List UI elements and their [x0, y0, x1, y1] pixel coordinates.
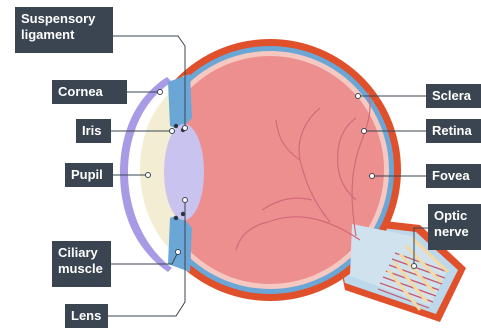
- label-ciliary-muscle: Ciliary muscle: [52, 241, 111, 287]
- label-lens: Lens: [65, 304, 108, 328]
- label-pupil: Pupil: [65, 163, 113, 187]
- label-cornea: Cornea: [52, 80, 127, 104]
- label-optic-nerve: Optic nerve: [428, 204, 481, 250]
- label-suspensory-ligament: Suspensory ligament: [15, 7, 113, 53]
- label-iris: Iris: [76, 119, 111, 143]
- label-retina: Retina: [426, 119, 481, 143]
- label-fovea: Fovea: [426, 164, 481, 188]
- iris-upper: [168, 74, 192, 130]
- lens: [164, 124, 204, 220]
- label-sclera: Sclera: [426, 84, 481, 108]
